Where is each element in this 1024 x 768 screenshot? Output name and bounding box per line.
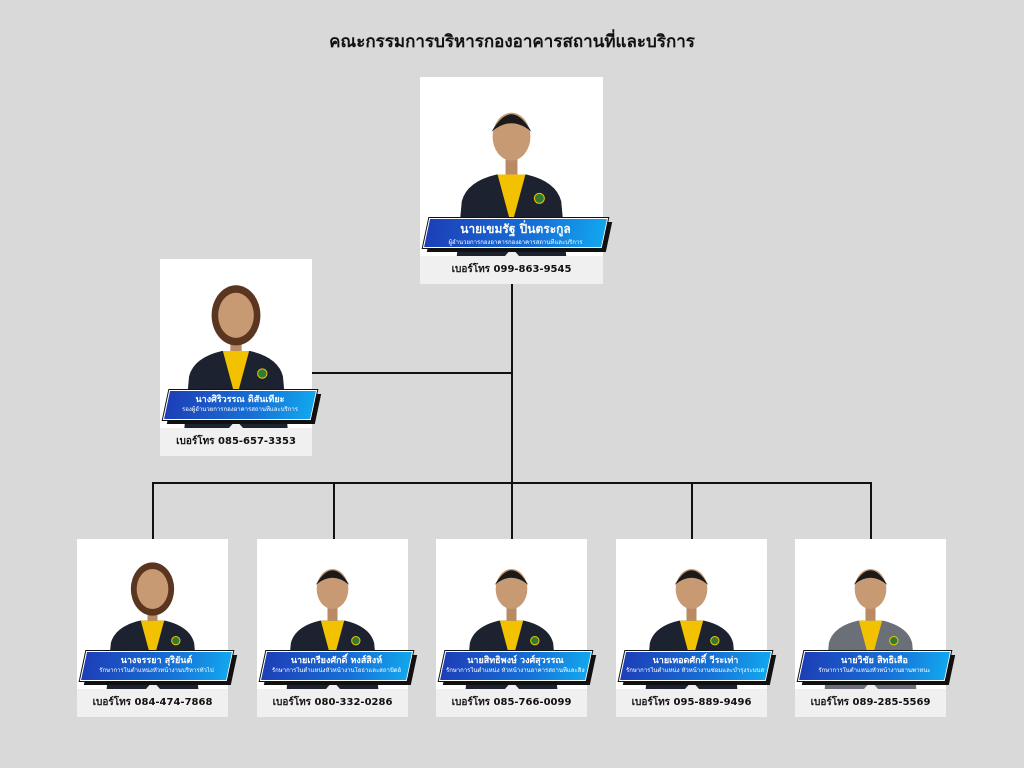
connector-line	[870, 482, 872, 539]
person-name: นายวิชัย สิทธิเสือ	[841, 656, 908, 666]
person-name: นางจรรยา สุริยันต์	[120, 656, 193, 666]
phone-number: เบอร์โทร 080-332-0286	[257, 689, 408, 717]
director-card: เบอร์โทร 099-863-9545 นายเขมรัฐ ปิ่นตระก…	[420, 77, 613, 284]
staff-card: เบอร์โทร 084-474-7868 นางจรรยา สุริยันต์…	[77, 539, 238, 717]
deputy-card: เบอร์โทร 085-657-3353 นางศิริวรรณ ดิสันเ…	[160, 259, 322, 456]
person-role: ผู้อำนวยการกองอาคารกองอาคารสถานที่และบริ…	[448, 239, 583, 246]
pointer-notch	[863, 681, 878, 689]
person-role: รักษาการในตำแหน่งหัวหน้างานยานพาหนะ	[818, 667, 931, 674]
person-role: รองผู้อำนวยการกองอาคารสถานที่และบริการ	[182, 406, 298, 413]
person-name: นายเขมรัฐ ปิ่นตระกูล	[460, 222, 571, 236]
person-role: รักษาการในตำแหน่ง หัวหน้างานอาคารสถานที่…	[446, 667, 585, 674]
connector-line	[691, 482, 693, 539]
staff-card: เบอร์โทร 085-766-0099 นายสิทธิพงษ์ วงศ์ส…	[436, 539, 597, 717]
connector-line	[511, 284, 513, 539]
phone-number: เบอร์โทร 085-657-3353	[160, 428, 312, 456]
chart-title: คณะกรรมการบริหารกองอาคารสถานที่และบริการ	[329, 32, 695, 52]
connector-line	[152, 482, 872, 484]
pointer-notch	[504, 681, 519, 689]
phone-number: เบอร์โทร 089-285-5569	[795, 689, 946, 717]
pointer-notch	[145, 681, 160, 689]
phone-number: เบอร์โทร 095-889-9496	[616, 689, 767, 717]
connector-line	[333, 482, 335, 539]
person-name: นางศิริวรรณ ดิสันเทียะ	[195, 395, 285, 405]
person-name: นายเกรียงศักดิ์ หงส์สิงห์	[290, 656, 383, 666]
phone-number: เบอร์โทร 084-474-7868	[77, 689, 228, 717]
person-role: รักษาการในตำแหน่งหัวหน้างานโยธาและสถาปัต…	[271, 667, 402, 674]
staff-card: เบอร์โทร 080-332-0286 นายเกรียงศักดิ์ หง…	[257, 539, 418, 717]
person-role: รักษาการในตำแหน่ง หัวหน้างานซ่อมและบำรุง…	[626, 667, 765, 674]
person-name: นายสิทธิพงษ์ วงศ์สุวรรณ	[467, 656, 564, 666]
pointer-notch	[504, 248, 519, 256]
pointer-notch	[325, 681, 340, 689]
pointer-notch	[229, 420, 243, 428]
connector-line	[312, 372, 512, 374]
phone-number: เบอร์โทร 085-766-0099	[436, 689, 587, 717]
person-name: นายเทอดศักดิ์ วีระเท่า	[652, 656, 739, 666]
name-banner: นายเกรียงศักดิ์ หงส์สิงห์ รักษาการในตำแห…	[258, 650, 418, 685]
name-banner: นายเทอดศักดิ์ วีระเท่า รักษาการในตำแหน่ง…	[617, 650, 777, 685]
person-role: รักษาการในตำแหน่งหัวหน้างานบริหารทั่วไป	[99, 667, 214, 674]
name-banner: นายเขมรัฐ ปิ่นตระกูล ผู้อำนวยการกองอาคาร…	[421, 217, 613, 252]
name-banner: นายสิทธิพงษ์ วงศ์สุวรรณ รักษาการในตำแหน่…	[437, 650, 597, 685]
name-banner: นางศิริวรรณ ดิสันเทียะ รองผู้อำนวยการกอง…	[161, 389, 322, 424]
pointer-notch	[684, 681, 699, 689]
staff-card: เบอร์โทร 095-889-9496 นายเทอดศักดิ์ วีระ…	[616, 539, 777, 717]
name-banner: นายวิชัย สิทธิเสือ รักษาการในตำแหน่งหัวห…	[796, 650, 956, 685]
connector-line	[152, 482, 154, 539]
staff-card: เบอร์โทร 089-285-5569 นายวิชัย สิทธิเสือ…	[795, 539, 956, 717]
name-banner: นางจรรยา สุริยันต์ รักษาการในตำแหน่งหัวห…	[78, 650, 238, 685]
phone-number: เบอร์โทร 099-863-9545	[420, 256, 603, 284]
